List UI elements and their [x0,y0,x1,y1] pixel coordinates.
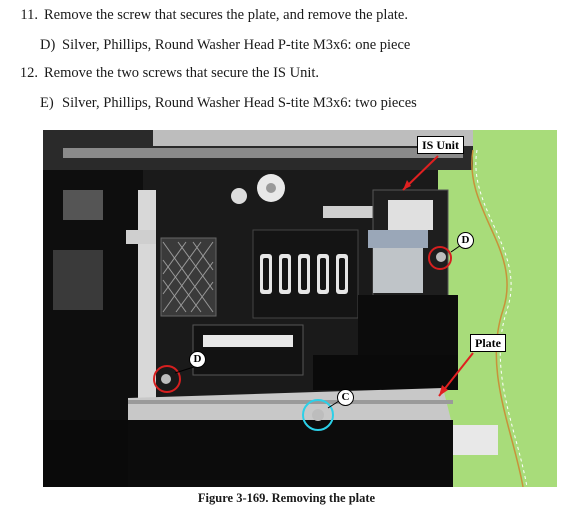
figure-caption: Figure 3-169. Removing the plate [197,491,376,505]
step-text: Remove the two screws that secure the IS… [44,65,320,81]
callout-is-unit: IS Unit [417,136,465,154]
marker-d-lower: D [189,351,206,368]
step-number: 11. [20,7,38,23]
part-letter: D) [40,37,56,53]
printer-photo: IS Unit Plate D D C [43,130,557,487]
callout-plate: Plate [470,334,506,352]
marker-c: C [337,389,354,406]
part-d: D) Silver, Phillips, Round Washer Head P-… [40,37,410,54]
step-number: 12. [19,65,38,81]
step-12: 12. Remove the two screws that secure the… [6,65,319,82]
step-text: Remove the screw that secures the plate,… [44,7,408,23]
step-11: 11. Remove the screw that secures the pla… [6,7,408,24]
part-letter: E) [40,95,54,111]
part-text: Silver, Phillips, Round Washer Head P-ti… [62,37,411,53]
marker-d-upper: D [457,232,474,249]
part-e: E) Silver, Phillips, Round Washer Head S-… [40,95,417,112]
part-text: Silver, Phillips, Round Washer Head S-ti… [62,95,417,111]
printer-photo-drawing [43,130,557,487]
